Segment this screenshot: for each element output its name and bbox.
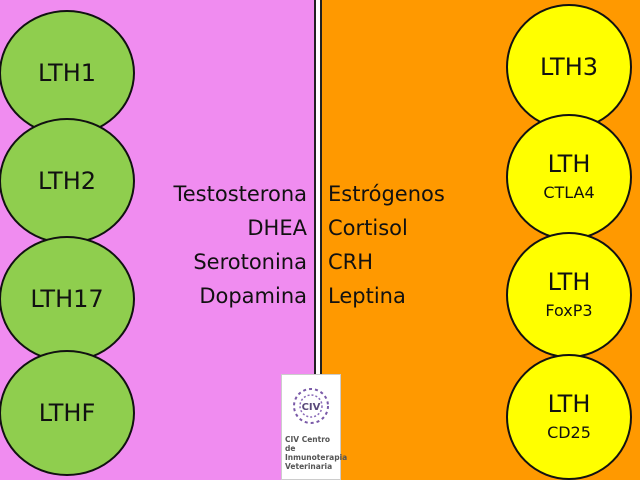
- logo-mark-text: CIV: [302, 402, 321, 413]
- cell-lth-ctla4: LTH CTLA4: [506, 114, 632, 240]
- logo-line: CIV Centro de: [285, 435, 331, 453]
- logo-text: CIV Centro de Inmunoterapia Veterinaria: [285, 435, 348, 471]
- cell-lth17: LTH17: [0, 236, 135, 362]
- cell-label: LTH: [547, 390, 591, 418]
- cell-label: LTH1: [37, 59, 97, 87]
- cell-label: LTH: [547, 268, 591, 296]
- cell-lth3: LTH3: [506, 4, 632, 130]
- civ-logo: CIV CIV Centro de Inmunoterapia Veterina…: [281, 374, 348, 480]
- cell-label: LTH: [547, 150, 591, 178]
- divider: [316, 0, 320, 480]
- hormone-item: CRH: [328, 250, 374, 274]
- hormone-item: Dopamina: [199, 284, 307, 308]
- hormone-item: Estrógenos: [328, 182, 445, 206]
- logo-line: Veterinaria: [285, 462, 333, 471]
- cell-marker: FoxP3: [545, 301, 593, 320]
- cell-lth2: LTH2: [0, 118, 135, 244]
- logo-line: Inmunoterapia: [285, 453, 348, 462]
- civ-logo-icon: CIV: [293, 388, 329, 424]
- cell-marker: CD25: [547, 423, 591, 442]
- left-hormone-list: Testosterona DHEA Serotonina Dopamina: [174, 177, 308, 313]
- right-hormone-list: Estrógenos Cortisol CRH Leptina: [328, 177, 445, 313]
- hormone-item: Testosterona: [173, 182, 308, 206]
- cell-marker: CTLA4: [543, 183, 595, 202]
- hormone-item: DHEA: [247, 216, 307, 240]
- cell-label: LTHF: [38, 399, 96, 427]
- hormone-item: Cortisol: [328, 216, 408, 240]
- hormone-item: Serotonina: [193, 250, 307, 274]
- cell-lth-cd25: LTH CD25: [506, 354, 632, 480]
- cell-label: LTH2: [37, 167, 97, 195]
- cell-label: LTH3: [539, 53, 599, 81]
- cell-label: LTH17: [30, 285, 104, 313]
- cell-lthf: LTHF: [0, 350, 135, 476]
- cell-lth1: LTH1: [0, 10, 135, 136]
- cell-lth-foxp3: LTH FoxP3: [506, 232, 632, 358]
- hormone-item: Leptina: [328, 284, 406, 308]
